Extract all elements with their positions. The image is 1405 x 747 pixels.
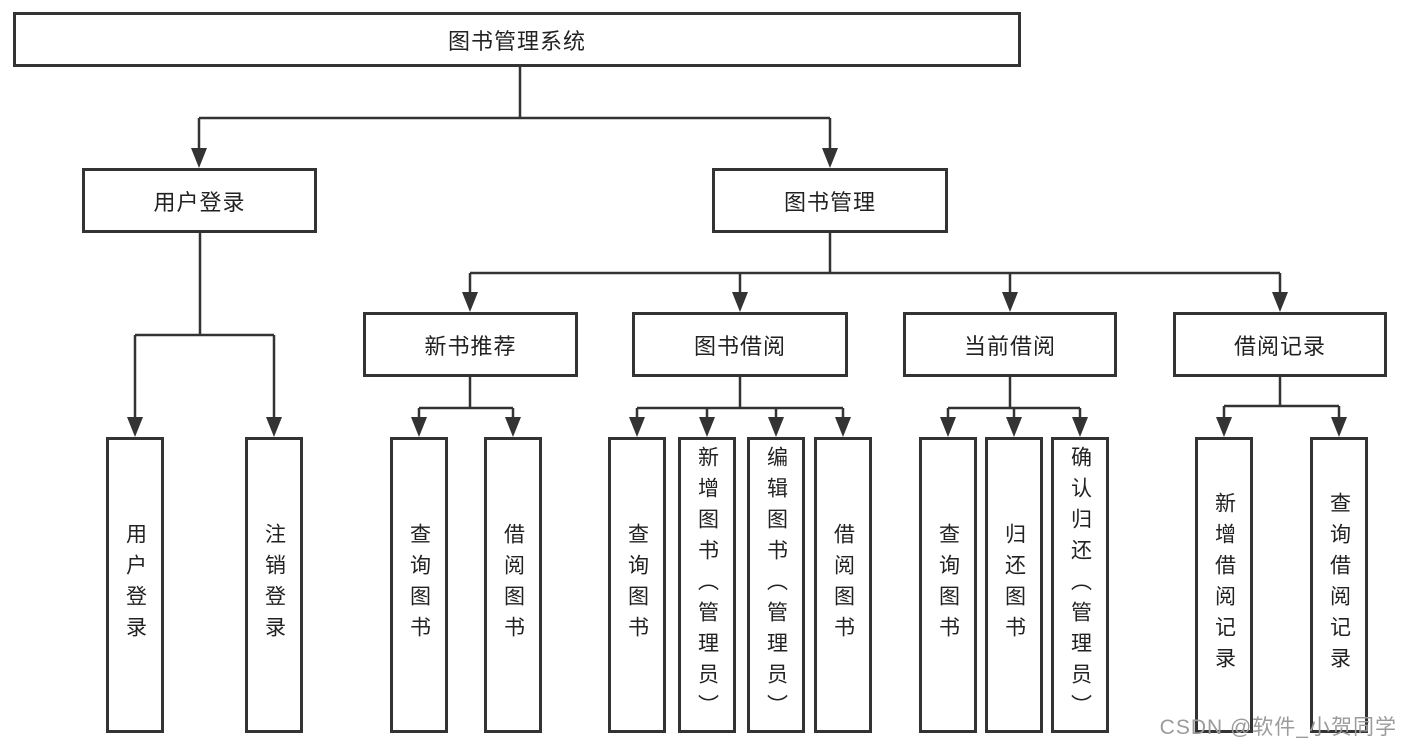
csdn-watermark: CSDN @软件_小贺同学	[1159, 716, 1397, 739]
leaf-label: 注销登录	[262, 523, 286, 647]
node-label: 借阅记录	[1233, 333, 1326, 359]
leaf-edit-books-admin: 编辑图书（管理员）	[747, 437, 805, 733]
leaf-query-books-borrowing: 查询图书	[608, 437, 666, 733]
node-label: 图书借阅	[693, 333, 786, 359]
node-library-management-system: 图书管理系统	[13, 12, 1021, 67]
node-new-book-recommendation: 新书推荐	[363, 312, 578, 377]
leaf-query-borrow-record: 查询借阅记录	[1310, 437, 1368, 733]
leaf-borrow-books-borrowing: 借阅图书	[814, 437, 872, 733]
leaf-logout: 注销登录	[245, 437, 303, 733]
node-label: 图书管理系统	[447, 28, 586, 54]
leaf-borrow-books-recommend: 借阅图书	[484, 437, 542, 733]
node-label: 当前借阅	[963, 333, 1056, 359]
leaf-user-login: 用户登录	[106, 437, 164, 733]
leaf-label: 用户登录	[123, 523, 147, 647]
leaf-label: 查询图书	[936, 523, 960, 647]
leaf-return-books: 归还图书	[985, 437, 1043, 733]
node-current-borrowing: 当前借阅	[903, 312, 1117, 377]
node-book-management: 图书管理	[712, 168, 948, 233]
leaf-label: 借阅图书	[501, 523, 525, 647]
leaf-add-books-admin: 新增图书（管理员）	[678, 437, 736, 733]
node-label: 新书推荐	[424, 333, 517, 359]
leaf-label: 借阅图书	[831, 523, 855, 647]
node-label: 用户登录	[153, 189, 246, 215]
leaf-query-books-current: 查询图书	[919, 437, 977, 733]
leaf-label: 新增借阅记录	[1212, 492, 1236, 678]
connector-paths	[133, 67, 1341, 422]
leaf-label: 编辑图书（管理员）	[764, 445, 788, 725]
node-book-borrowing: 图书借阅	[632, 312, 848, 377]
leaf-query-books-recommend: 查询图书	[390, 437, 448, 733]
node-borrowing-records: 借阅记录	[1173, 312, 1387, 377]
leaf-add-borrow-record: 新增借阅记录	[1195, 437, 1253, 733]
leaf-label: 新增图书（管理员）	[695, 445, 719, 725]
leaf-label: 查询借阅记录	[1327, 492, 1351, 678]
leaf-label: 归还图书	[1002, 523, 1026, 647]
connector-arrowheads	[127, 148, 1347, 437]
leaf-label: 确认归还（管理员）	[1068, 445, 1092, 725]
leaf-label: 查询图书	[625, 523, 649, 647]
node-user-login: 用户登录	[82, 168, 317, 233]
node-label: 图书管理	[783, 189, 876, 215]
leaf-label: 查询图书	[407, 523, 431, 647]
leaf-confirm-return-admin: 确认归还（管理员）	[1051, 437, 1109, 733]
